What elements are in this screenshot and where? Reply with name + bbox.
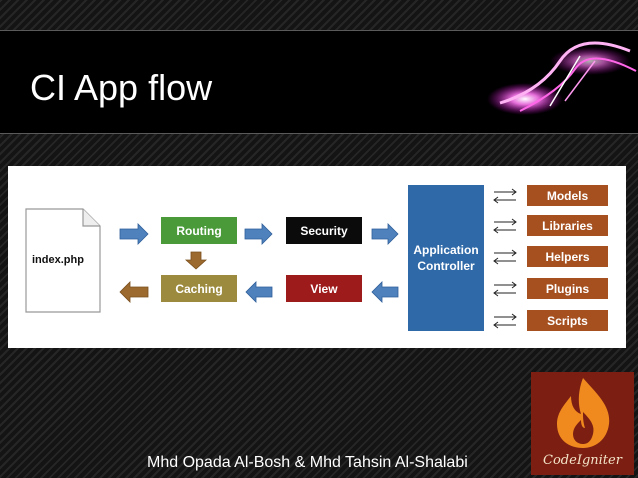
routing-box: Routing — [161, 217, 237, 244]
index-php-label: index.php — [32, 254, 84, 266]
codeigniter-logo: CodeIgniter — [531, 372, 634, 475]
plugins-box: Plugins — [527, 278, 608, 299]
arrow-routing-to-security — [244, 223, 273, 245]
security-box: Security — [286, 217, 362, 244]
arrow-routing-to-caching — [184, 251, 208, 270]
document-icon — [25, 208, 101, 313]
arrows-scripts — [493, 313, 517, 329]
slide-title: CI App flow — [30, 67, 213, 108]
arrow-caching-to-index — [119, 281, 149, 303]
scripts-box: Scripts — [527, 310, 608, 331]
diagram-arrows — [119, 188, 517, 329]
footer-credits: Mhd Opada Al-Bosh & Mhd Tahsin Al-Shalab… — [147, 454, 468, 471]
arrows-helpers — [493, 249, 517, 265]
arrow-security-to-controller — [371, 223, 399, 245]
arrows-models — [493, 188, 517, 204]
libraries-box: Libraries — [527, 215, 608, 236]
arrows-plugins — [493, 281, 517, 297]
helpers-box: Helpers — [527, 246, 608, 267]
application-controller-box: Application Controller — [408, 185, 484, 331]
arrow-view-to-caching — [245, 281, 273, 303]
flame-icon — [557, 378, 610, 448]
arrow-controller-to-view — [371, 281, 399, 303]
models-box: Models — [527, 185, 608, 206]
arrow-index-to-routing — [119, 223, 149, 245]
caching-box: Caching — [161, 275, 237, 302]
ci-flow-diagram: index.php Routing Security Caching View … — [8, 166, 626, 348]
arrows-libraries — [493, 218, 517, 234]
light-flare-decoration — [487, 41, 637, 115]
controller-module-arrows — [493, 188, 517, 329]
title-band: CI App flow — [0, 30, 638, 134]
view-box: View — [286, 275, 362, 302]
codeigniter-logo-text: CodeIgniter — [543, 453, 622, 468]
